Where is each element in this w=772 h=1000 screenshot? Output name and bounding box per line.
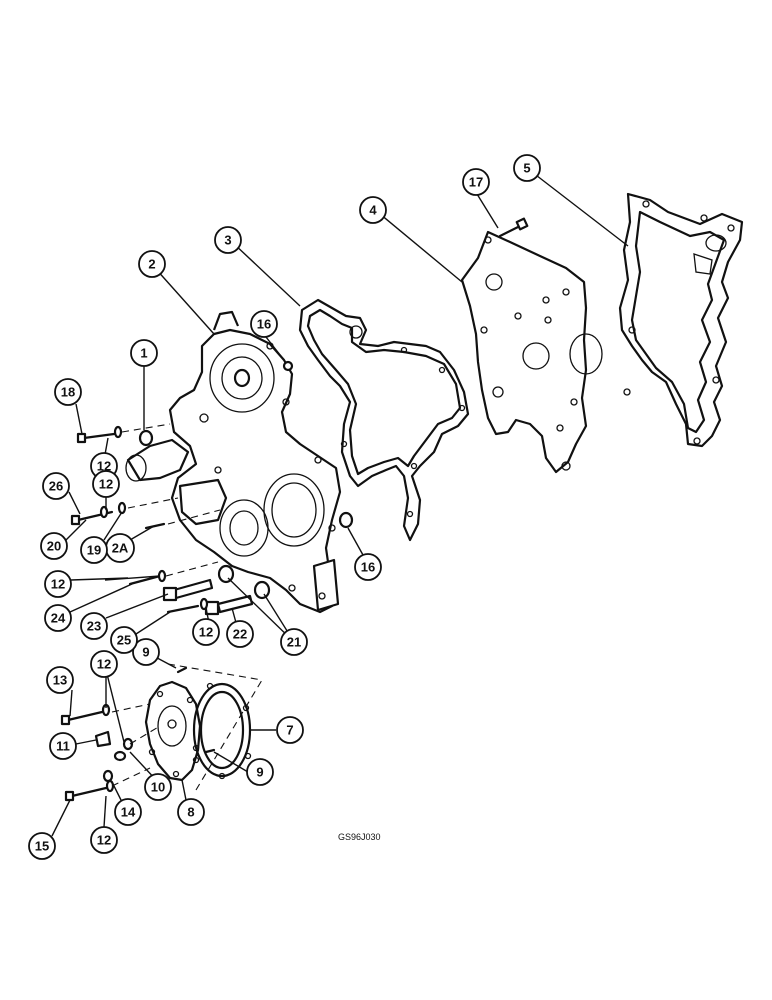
callout-10: 10 [144, 773, 172, 801]
callout-9-bottom: 9 [246, 758, 274, 786]
callout-5: 5 [513, 154, 541, 182]
callout-label: 13 [53, 673, 67, 688]
callout-label: 1 [140, 346, 147, 361]
callout-22: 22 [226, 620, 254, 648]
callout-2a: 2A [105, 533, 135, 563]
callout-label: 26 [49, 479, 63, 494]
callout-label: 12 [97, 833, 111, 848]
callout-label: 14 [121, 805, 136, 820]
callout-label: 10 [151, 780, 165, 795]
callout-label: 4 [369, 203, 377, 218]
callout-11: 11 [49, 732, 77, 760]
callout-label: 25 [117, 633, 131, 648]
callout-label: 8 [187, 805, 194, 820]
callout-24: 24 [44, 604, 72, 632]
leader-lines-left [51, 403, 171, 837]
callout-12-e: 12 [90, 650, 118, 678]
callout-label: 22 [233, 627, 247, 642]
callout-label: 7 [286, 723, 293, 738]
callout-26: 26 [42, 472, 70, 500]
callout-17: 17 [462, 168, 490, 196]
callout-label: 3 [224, 233, 231, 248]
callout-1: 1 [130, 339, 158, 367]
part-7-gasket [192, 682, 252, 780]
callout-label: 12 [51, 577, 65, 592]
callout-12-b: 12 [92, 470, 120, 498]
callout-2: 2 [138, 250, 166, 278]
figure-reference-code: GS96J030 [338, 832, 381, 842]
callout-label: 21 [287, 635, 301, 650]
part-2-timing-cover [125, 310, 342, 614]
callout-label: 9 [142, 645, 149, 660]
callout-18: 18 [54, 378, 82, 406]
callout-label: 12 [97, 459, 111, 474]
callout-label: 18 [61, 385, 75, 400]
callout-label: 12 [99, 477, 113, 492]
part-4-backing-plate [460, 230, 603, 474]
callout-14: 14 [114, 798, 142, 826]
callout-label: 20 [47, 539, 61, 554]
callout-16-bottom: 16 [354, 553, 382, 581]
callout-23: 23 [80, 612, 108, 640]
callout-label: 12 [97, 657, 111, 672]
callout-12-d: 12 [192, 618, 220, 646]
callout-label: 23 [87, 619, 101, 634]
callout-25: 25 [110, 626, 138, 654]
callout-13: 13 [46, 666, 74, 694]
hardware [70, 217, 529, 616]
callout-label: 16 [257, 317, 271, 332]
callout-16-top: 16 [250, 310, 278, 338]
callout-label: 16 [361, 560, 375, 575]
callout-15: 15 [28, 832, 56, 860]
alignment-lines [111, 423, 263, 791]
callout-9-top: 9 [132, 638, 160, 666]
callout-4: 4 [359, 196, 387, 224]
callout-20: 20 [40, 532, 68, 560]
callout-label: 2A [112, 541, 129, 556]
callout-12-c: 12 [44, 570, 72, 598]
leader-lines [103, 171, 629, 811]
callout-label: 15 [35, 839, 49, 854]
callout-label: 24 [51, 611, 66, 626]
callout-label: 2 [148, 257, 155, 272]
callout-label: 11 [56, 739, 70, 754]
callout-8: 8 [177, 798, 205, 826]
part-8-cover-plate [144, 680, 202, 782]
callout-3: 3 [214, 226, 242, 254]
callout-label: 19 [87, 543, 101, 558]
callout-21: 21 [280, 628, 308, 656]
part-5-gasket [618, 192, 744, 448]
callout-label: 17 [469, 175, 483, 190]
callout-7: 7 [276, 716, 304, 744]
callout-label: 12 [199, 625, 213, 640]
callout-label: 5 [523, 161, 530, 176]
callout-label: 9 [256, 765, 263, 780]
callout-12-f: 12 [90, 826, 118, 854]
part-3-gasket [298, 298, 470, 542]
callout-19: 19 [80, 536, 108, 564]
